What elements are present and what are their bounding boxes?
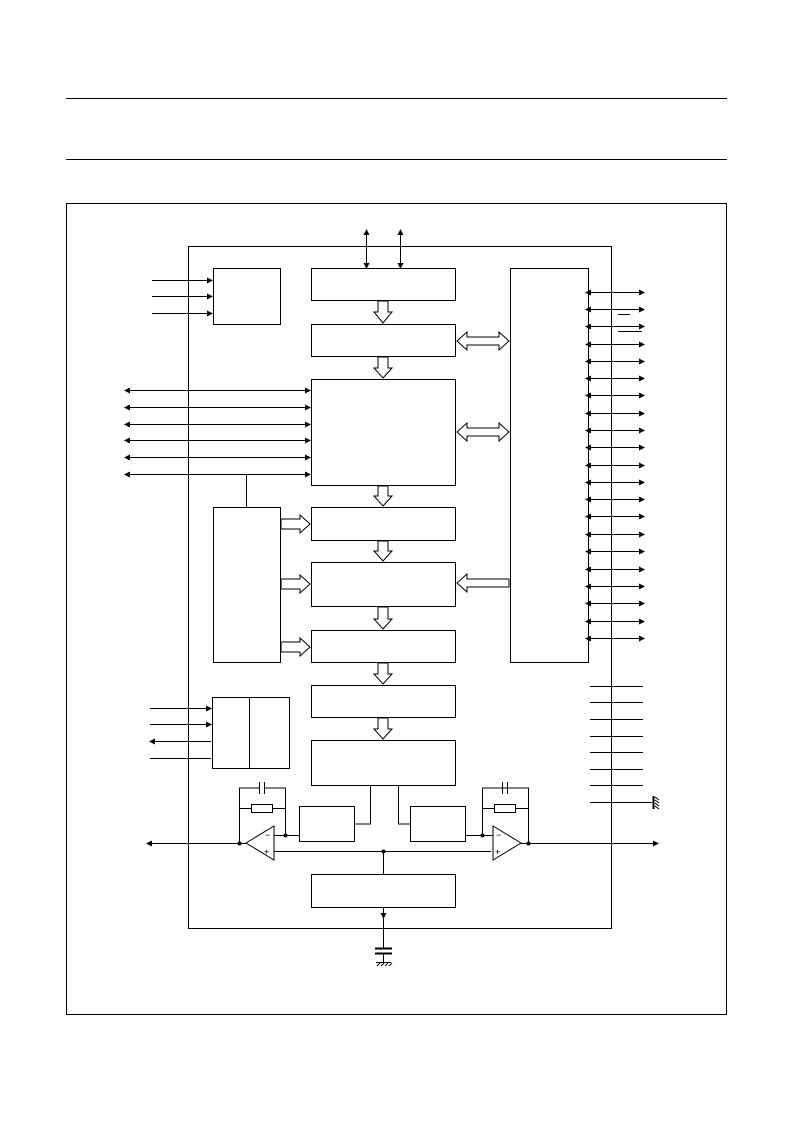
header-rule-top <box>66 98 727 99</box>
chip-boundary <box>188 246 612 929</box>
svg-text:+: + <box>495 847 500 857</box>
main-block <box>311 379 456 486</box>
hollow-arrow-4 <box>372 540 394 562</box>
hollow-arrow-left-1 <box>456 572 510 594</box>
hollow-arrow-right-1 <box>280 513 311 535</box>
hollow-arrow-3 <box>372 485 394 507</box>
left-input-pins-top <box>152 277 213 317</box>
split-block-right <box>249 697 290 769</box>
hollow-bus-arrow-2 <box>456 421 510 443</box>
hollow-arrow-right-3 <box>280 636 311 658</box>
hollow-right-arrows <box>280 513 311 658</box>
small-block-right <box>410 806 466 842</box>
hollow-bidirectional-arrows <box>456 330 510 594</box>
bottom-block <box>311 874 456 908</box>
left-input-pins-bottom <box>149 705 212 759</box>
resistor-right <box>494 804 516 813</box>
resistor-left <box>251 804 273 813</box>
left-bus-pins <box>124 387 311 507</box>
lower-block-1 <box>311 685 456 718</box>
top-pins <box>363 229 404 269</box>
right-port-pins <box>585 289 645 642</box>
op-amp-right <box>492 825 522 861</box>
figure-frame <box>66 203 727 1015</box>
right-supply-lines <box>590 686 652 803</box>
lower-block-2 <box>311 740 456 786</box>
small-block-left <box>299 806 355 842</box>
split-block-left <box>212 697 250 769</box>
left-tall-block <box>213 507 281 663</box>
hollow-arrow-6 <box>372 662 394 685</box>
hollow-arrow-1 <box>372 300 394 324</box>
middle-block-2 <box>311 562 456 607</box>
header-rule-bottom <box>66 159 727 160</box>
svg-text:−: − <box>265 830 270 840</box>
hollow-bus-arrow-1 <box>456 330 510 352</box>
right-tall-block <box>510 268 589 663</box>
decoupling-capacitor <box>375 908 393 967</box>
svg-text:+: + <box>264 847 269 857</box>
middle-block-3 <box>311 630 456 663</box>
middle-block-1 <box>311 507 456 541</box>
op-amp-left <box>245 825 275 861</box>
top-block-2 <box>311 324 456 357</box>
hollow-arrow-7 <box>372 717 394 740</box>
svg-text:−: − <box>496 830 501 840</box>
input-block <box>213 268 281 325</box>
hollow-down-arrows <box>372 300 394 740</box>
hollow-arrow-2 <box>372 356 394 379</box>
hollow-arrow-right-2 <box>280 573 311 595</box>
top-block-1 <box>311 268 456 301</box>
analog-output-section: − + − + <box>146 782 659 874</box>
hollow-arrow-5 <box>372 606 394 630</box>
ground-icon <box>652 796 660 810</box>
